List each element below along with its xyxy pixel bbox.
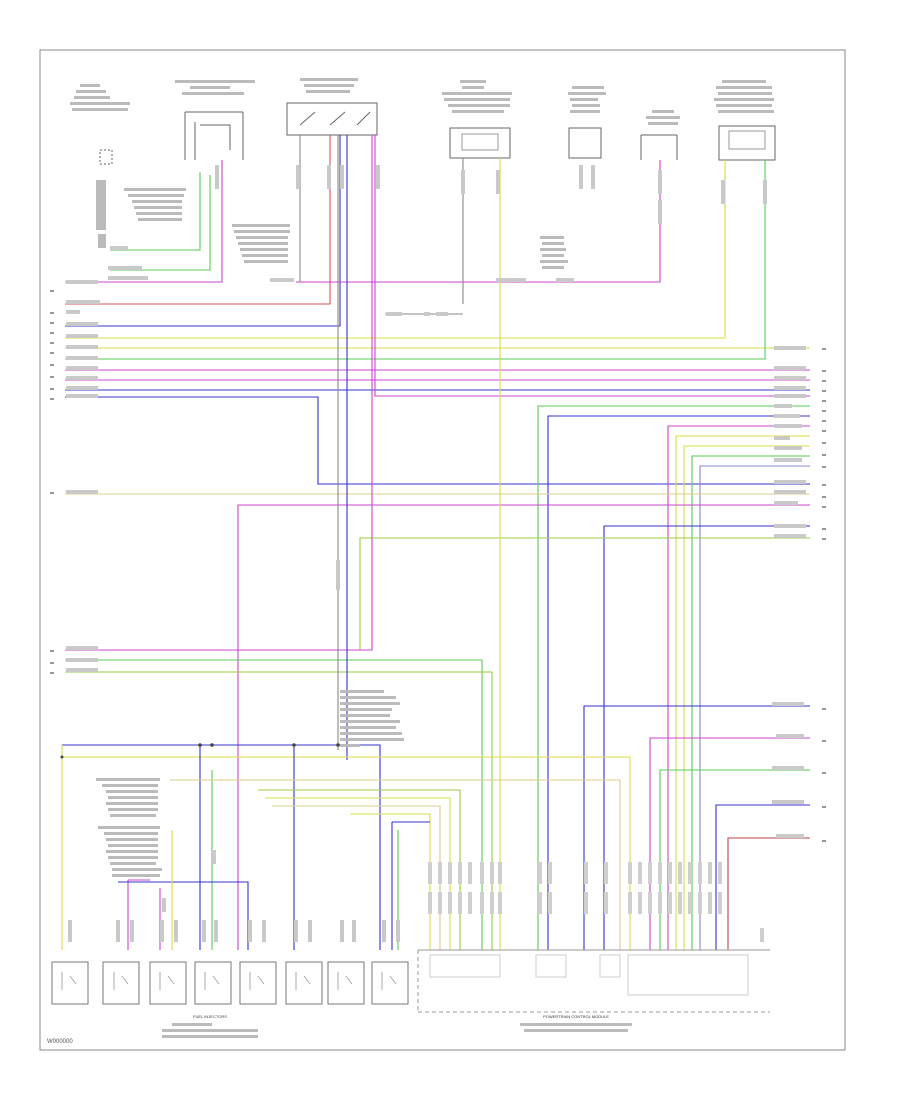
component-2 xyxy=(184,111,244,160)
junction-dots xyxy=(60,743,340,759)
injector-1 xyxy=(51,961,89,1005)
component-5 xyxy=(568,127,602,159)
component-4 xyxy=(449,127,511,159)
injector-5 xyxy=(239,961,277,1005)
left-pin-ticks xyxy=(50,290,54,674)
fuel-injectors xyxy=(51,961,409,1005)
component-6 xyxy=(640,134,678,160)
fuel-injectors-title: FUEL INJECTORS xyxy=(193,1014,227,1019)
wire-bus xyxy=(61,135,810,950)
injector-4 xyxy=(194,961,232,1005)
top-connector-chips xyxy=(215,165,767,224)
injector-7 xyxy=(327,961,365,1005)
diagram-border xyxy=(39,49,846,1051)
component-1 xyxy=(99,149,113,165)
component-3 xyxy=(286,102,378,136)
injector-8 xyxy=(371,961,409,1005)
pcm-title: POWERTRAIN CONTROL MODULE xyxy=(543,1014,609,1019)
pcm-module xyxy=(417,949,770,1013)
pcm-pin-chips xyxy=(428,862,764,942)
top-labels xyxy=(70,78,774,269)
injector-3 xyxy=(149,961,187,1005)
wire-label-chips xyxy=(66,246,806,838)
top-components xyxy=(99,102,776,165)
injector-wire-chips xyxy=(68,850,400,942)
injector-6 xyxy=(285,961,323,1005)
footer-reference: W000000 xyxy=(47,1039,73,1045)
lower-annotation xyxy=(96,690,632,1038)
right-pin-ticks xyxy=(822,348,826,842)
pcm-pin-labels xyxy=(429,954,501,978)
injector-2 xyxy=(102,961,140,1005)
component-7 xyxy=(718,125,776,161)
